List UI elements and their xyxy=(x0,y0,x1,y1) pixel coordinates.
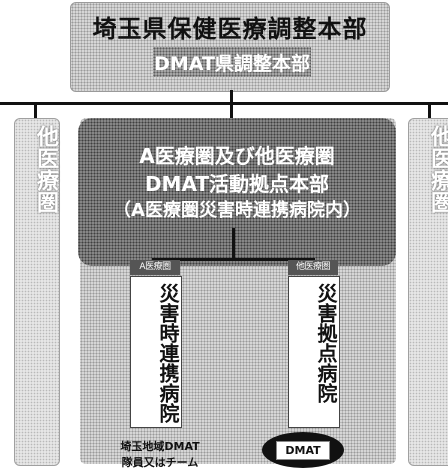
right-other-region-column: 他医療圏 xyxy=(408,118,448,466)
base-title-line3: （A医療圏災害時連携病院内） xyxy=(113,200,361,221)
right-other-region-label: 他医療圏 xyxy=(427,125,448,213)
hospital-a-region-tag: A医療圏 xyxy=(130,260,180,275)
disaster-base-hospital-column: 他医療圏 災害拠点病院 xyxy=(288,260,340,428)
base-title-line1: A医療圏及び他医療圏 xyxy=(139,144,335,168)
right-drop-connector xyxy=(428,104,431,118)
prefectural-hq-box: 埼玉県保健医療調整本部 DMAT県調整本部 xyxy=(70,2,390,92)
mid-drop-connector xyxy=(230,104,233,118)
dmat-activity-base-box: A医療圏及び他医療圏 DMAT活動拠点本部 （A医療圏災害時連携病院内） xyxy=(78,118,396,266)
hq-down-connector xyxy=(230,90,233,104)
base-title-line2: DMAT活動拠点本部 xyxy=(144,172,330,196)
dmat-member-caption-line1: 埼玉地域DMAT xyxy=(120,440,200,453)
collaborative-hospital-column: A医療圏 災害時連携病院 xyxy=(130,260,182,428)
base-down-connector xyxy=(232,228,235,260)
dmat-badge-label: DMAT xyxy=(276,440,330,460)
hospital-b-region-tag: 他医療圏 xyxy=(288,260,338,275)
dmat-prefectural-hq-label: DMAT県調整本部 xyxy=(153,47,311,77)
left-other-region-column: 他医療圏 xyxy=(14,118,60,466)
hospital-branch-connector xyxy=(152,258,314,261)
dmat-member-caption-line2: 隊員又はチーム xyxy=(121,456,199,469)
horizontal-connector xyxy=(0,102,448,105)
hospital-b-label: 災害拠点病院 xyxy=(314,283,338,403)
hospital-a-label: 災害時連携病院 xyxy=(156,283,180,423)
hq-title: 埼玉県保健医療調整本部 xyxy=(92,15,368,43)
dmat-team-badge: DMAT xyxy=(262,432,344,468)
left-drop-connector xyxy=(34,104,37,118)
left-other-region-label: 他医療圏 xyxy=(33,125,58,213)
